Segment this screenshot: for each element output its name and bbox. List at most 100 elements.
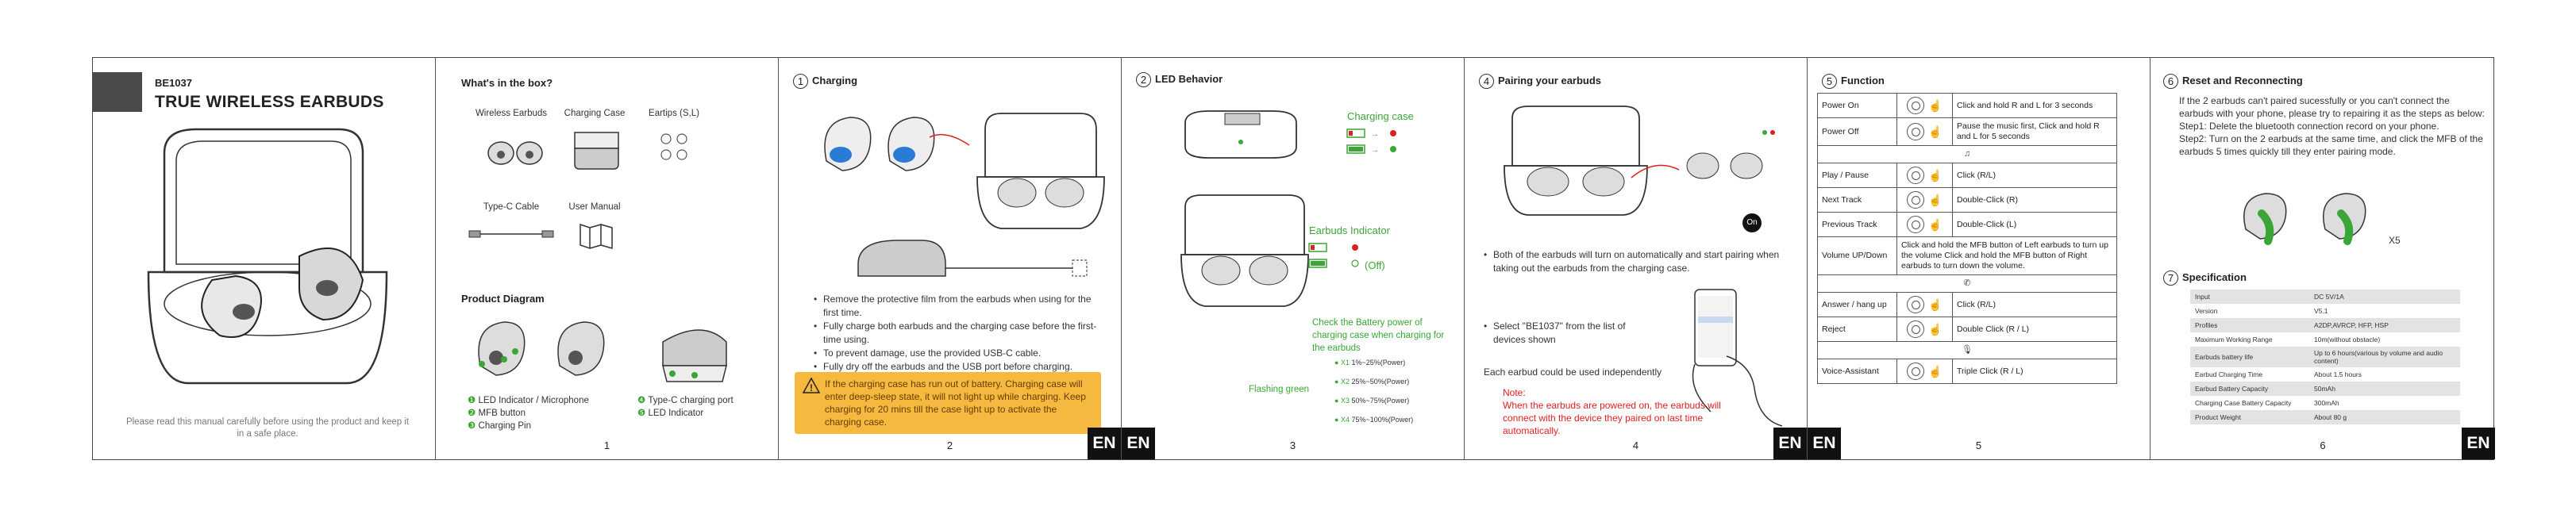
phone-hand-illustration bbox=[1692, 289, 1782, 427]
warning-text: If the charging case has run out of batt… bbox=[825, 378, 1086, 428]
function-action: Triple Click (R / L) bbox=[1952, 359, 2117, 384]
phone-call-icon: ✆ bbox=[1817, 274, 2117, 293]
function-row: Voice-Assistant ☝ Triple Click (R / L) bbox=[1817, 359, 2117, 384]
earbuds-case-illustration bbox=[147, 128, 388, 385]
microphone-icon: 🎙 bbox=[1817, 341, 2117, 359]
item-label-case: Charging Case bbox=[564, 109, 626, 118]
pairing-title: Pairing your earbuds bbox=[1498, 74, 1602, 86]
spec-value: A2DP,AVRCP, HFP, HSP bbox=[2309, 318, 2460, 332]
pairing-bullet: Select "BE1037" from the list of devices… bbox=[1484, 320, 1642, 347]
item-label-eartips: Eartips (S,L) bbox=[649, 109, 699, 118]
page-number: 3 bbox=[1289, 439, 1296, 451]
language-badge: EN bbox=[1808, 428, 1841, 459]
note-label: Note: bbox=[1503, 387, 1526, 398]
item-label-cable: Type-C Cable bbox=[483, 202, 540, 212]
spec-value: 300mAh bbox=[2314, 399, 2339, 407]
function-action: Pause the music first, Click and hold R … bbox=[1952, 117, 2117, 146]
hand-icon: ☝ bbox=[1928, 125, 1943, 138]
function-action: Click (R/L) bbox=[1952, 163, 2117, 188]
language-badge: EN bbox=[1122, 428, 1155, 459]
reset-step1: Step1: Delete the bluetooth connection r… bbox=[2179, 121, 2439, 132]
manual-sheet: BE1037 TRUE WIRELESS EARBUDS Please read… bbox=[92, 57, 2495, 460]
charging-illustration bbox=[824, 113, 1105, 277]
step-number: 2 bbox=[1136, 72, 1151, 87]
spec-key: Version bbox=[2195, 307, 2218, 315]
cover-panel: BE1037 TRUE WIRELESS EARBUDS Please read… bbox=[93, 58, 436, 459]
function-action: Double Click (R / L) bbox=[1952, 317, 2117, 342]
step-number: 4 bbox=[1479, 74, 1494, 89]
function-row: Power On ☝ Click and hold R and L for 3 … bbox=[1817, 93, 2117, 118]
language-badge: EN bbox=[1773, 428, 1807, 459]
function-key: Answer / hang up bbox=[1817, 292, 1897, 317]
typec-port-label: ❹ Type-C charging port bbox=[637, 396, 734, 405]
button-press-icon: ☝ bbox=[1896, 93, 1953, 118]
spec-row: Maximum Working Range 10m(without obstacl… bbox=[2190, 332, 2460, 347]
diagram-labels-right: ❹ Type-C charging port ❺ LED Indicator bbox=[637, 394, 734, 420]
spec-key: Input bbox=[2190, 290, 2309, 304]
function-row: Previous Track ☝ Double-Click (L) bbox=[1817, 212, 2117, 237]
page-number: 2 bbox=[946, 439, 953, 451]
reset-intro: If the 2 earbuds can't paired sucessfull… bbox=[2179, 95, 2485, 119]
spec-value: 10m(without obstacle) bbox=[2314, 336, 2381, 343]
led-heading: 2 LED Behavior bbox=[1136, 72, 1223, 87]
earbud-button-icon bbox=[1907, 97, 1925, 114]
charging-case-icon bbox=[574, 132, 619, 170]
earbud-button-icon bbox=[1907, 363, 1925, 380]
case-battery-icons: → → bbox=[1346, 129, 1396, 155]
step-number: 7 bbox=[2163, 271, 2178, 286]
battery-level-list: ● X1 1%~25%(Power) ● X2 25%~50%(Power) ●… bbox=[1334, 353, 1413, 429]
spec-row: Version V5.1 bbox=[2190, 304, 2460, 318]
charging-title: Charging bbox=[812, 74, 858, 86]
pairing-bullet-list: Both of the earbuds will turn on automat… bbox=[1484, 248, 1793, 275]
battery-level-row: ● X1 1%~25%(Power) bbox=[1334, 359, 1406, 366]
repeat-count: X5 bbox=[2389, 235, 2401, 246]
button-press-icon: ☝ bbox=[1896, 292, 1953, 317]
spec-key: Earbud Charging Time bbox=[2195, 370, 2263, 378]
function-key: Next Track bbox=[1817, 187, 1897, 213]
reset-title: Reset and Reconnecting bbox=[2182, 74, 2303, 86]
step-number: 1 bbox=[793, 74, 808, 89]
charging-case-led-illustration bbox=[1184, 110, 1297, 159]
diagram-heading: Product Diagram bbox=[461, 293, 545, 305]
earbuds-icon bbox=[487, 141, 543, 165]
led-title: LED Behavior bbox=[1155, 72, 1223, 85]
hand-icon: ☝ bbox=[1928, 98, 1943, 112]
reset-step2: Step2: Turn on the 2 earbuds at the same… bbox=[2179, 133, 2483, 157]
box-heading: What's in the box? bbox=[461, 77, 553, 89]
function-row: Play / Pause ☝ Click (R/L) bbox=[1817, 163, 2117, 188]
function-action: Click and hold the MFB button of Left ea… bbox=[1896, 236, 2117, 275]
spec-value: About 80 g bbox=[2309, 410, 2460, 424]
led-mic-label: ❶ LED Indicator / Microphone bbox=[468, 396, 589, 405]
page-number: 1 bbox=[603, 439, 610, 451]
page-number: 6 bbox=[2320, 439, 2326, 451]
spec-key: Maximum Working Range bbox=[2195, 336, 2273, 343]
function-key: Reject bbox=[1817, 317, 1897, 342]
pairing-illustration bbox=[1504, 106, 1775, 216]
flashing-green-label: Flashing green bbox=[1249, 385, 1310, 394]
eartips-icon bbox=[660, 133, 687, 160]
button-press-icon: ☝ bbox=[1896, 163, 1953, 188]
svg-text:→: → bbox=[1371, 146, 1379, 155]
case-led-label: ❺ LED Indicator bbox=[637, 409, 704, 418]
spec-value: 50mAh bbox=[2309, 382, 2460, 396]
function-action: Click (R/L) bbox=[1952, 292, 2117, 317]
earbud-button-icon bbox=[1907, 296, 1925, 313]
svg-text:→: → bbox=[1371, 130, 1379, 139]
reset-earbuds-illustration bbox=[2243, 193, 2366, 245]
music-note-icon: ♫ bbox=[1817, 145, 2117, 163]
language-badge: EN bbox=[2462, 428, 2495, 459]
battery-level-row: ● X4 75%~100%(Power) bbox=[1334, 416, 1414, 424]
function-title: Function bbox=[1841, 74, 1885, 86]
spec-value: V5.1 bbox=[2314, 307, 2328, 315]
battery-level-row: ● X3 50%~75%(Power) bbox=[1334, 397, 1410, 405]
earbud-button-icon bbox=[1907, 320, 1925, 338]
charging-pin-label: ❸ Charging Pin bbox=[468, 421, 531, 431]
